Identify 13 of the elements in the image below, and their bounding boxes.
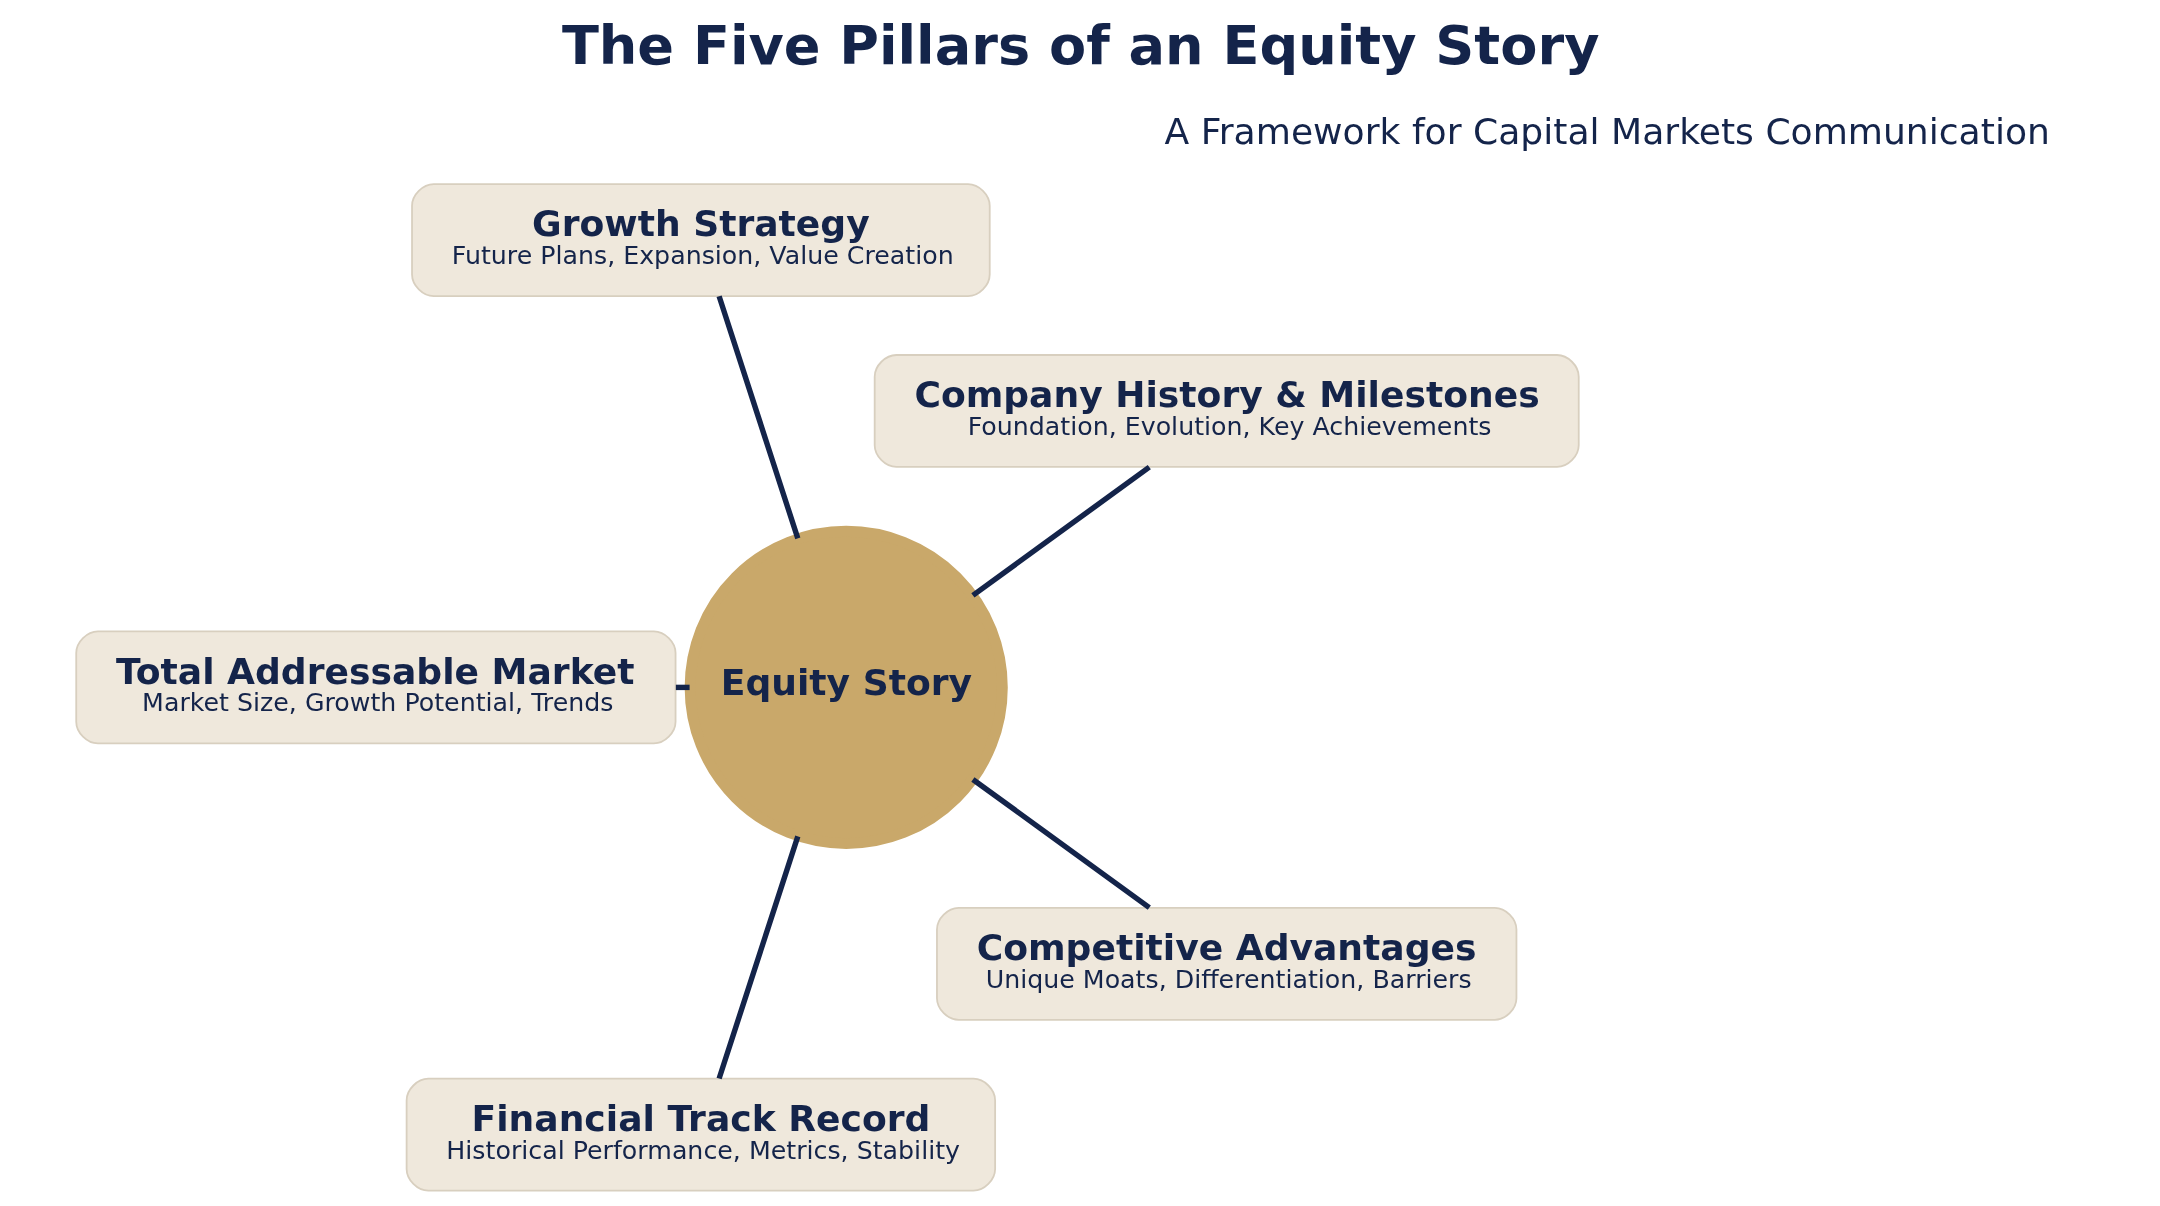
label: A Framework for Capital Markets Communication: [1164, 109, 2050, 153]
diagram-title: The Five Pillars of an Equity Story: [561, 14, 1600, 78]
node-box: Competitive Advantages Unique Moats, Differentiation, Barriers: [936, 906, 1518, 1021]
node-box: Total Addressable Market Market Size, Growth Potential, Trends: [75, 630, 677, 745]
connector: [971, 464, 1151, 598]
node-circle: Equity Story: [684, 525, 1008, 849]
node-box: Company History & Milestones Foundation, Evolution, Key Achievements: [873, 354, 1580, 468]
node-box: Growth Strategy Future Plans, Expansion, Value Creation: [411, 183, 991, 297]
connector: [716, 835, 801, 1080]
node-box: Financial Track Record Historical Performance, Metrics, Stability: [405, 1077, 997, 1192]
connector: [675, 684, 690, 691]
connector: [971, 777, 1151, 910]
connector: [716, 295, 801, 540]
